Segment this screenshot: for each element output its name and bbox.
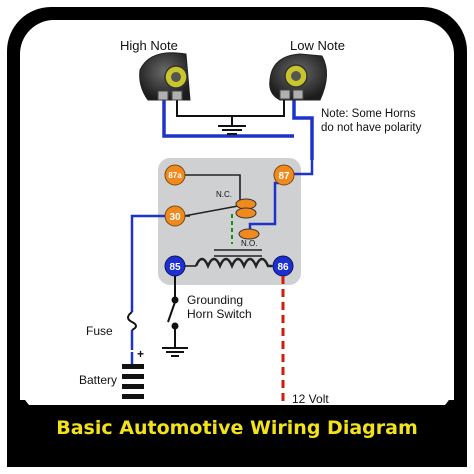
relay-box — [158, 158, 301, 285]
no-label: N.O. — [241, 239, 257, 248]
battery-feed-wire — [130, 214, 165, 312]
polarity-note-line2: do not have polarity — [321, 122, 422, 134]
banner-title: Basic Automotive Wiring Diagram — [56, 417, 418, 439]
battery-plus: + — [137, 347, 144, 361]
fuse-icon — [127, 311, 137, 331]
horn-low-icon — [269, 53, 327, 101]
terminal-87: 87 — [273, 164, 295, 186]
horn-high-icon — [139, 52, 191, 101]
terminal-87a: 87a — [164, 164, 186, 186]
terminal-86: 86 — [272, 255, 294, 277]
grounding-label-line2: Horn Switch — [187, 307, 252, 321]
terminal-87a-label: 87a — [168, 171, 182, 180]
terminal-85: 85 — [164, 255, 186, 277]
grounding-switch-icon — [162, 276, 188, 357]
terminal-85-label: 85 — [169, 262, 181, 273]
horn-ground — [176, 100, 285, 135]
high-note-label: High Note — [120, 38, 178, 53]
relay-contacts — [235, 198, 260, 240]
nc-label: N.C. — [216, 190, 232, 199]
horn-wiring — [162, 100, 314, 160]
fuse-label: Fuse — [86, 324, 113, 338]
grounding-label-line1: Grounding — [187, 293, 243, 307]
battery-label: Battery — [79, 373, 117, 387]
volt-label: 12 Volt — [292, 392, 329, 406]
terminal-87-label: 87 — [278, 171, 290, 182]
low-note-label: Low Note — [290, 38, 345, 53]
terminal-86-label: 86 — [277, 262, 289, 273]
battery-icon — [122, 352, 144, 399]
card-frame-bottom — [7, 405, 467, 467]
polarity-note-line1: Note: Some Horns — [321, 108, 416, 120]
terminal-30: 30 — [164, 205, 186, 227]
terminal-30-label: 30 — [169, 212, 181, 223]
